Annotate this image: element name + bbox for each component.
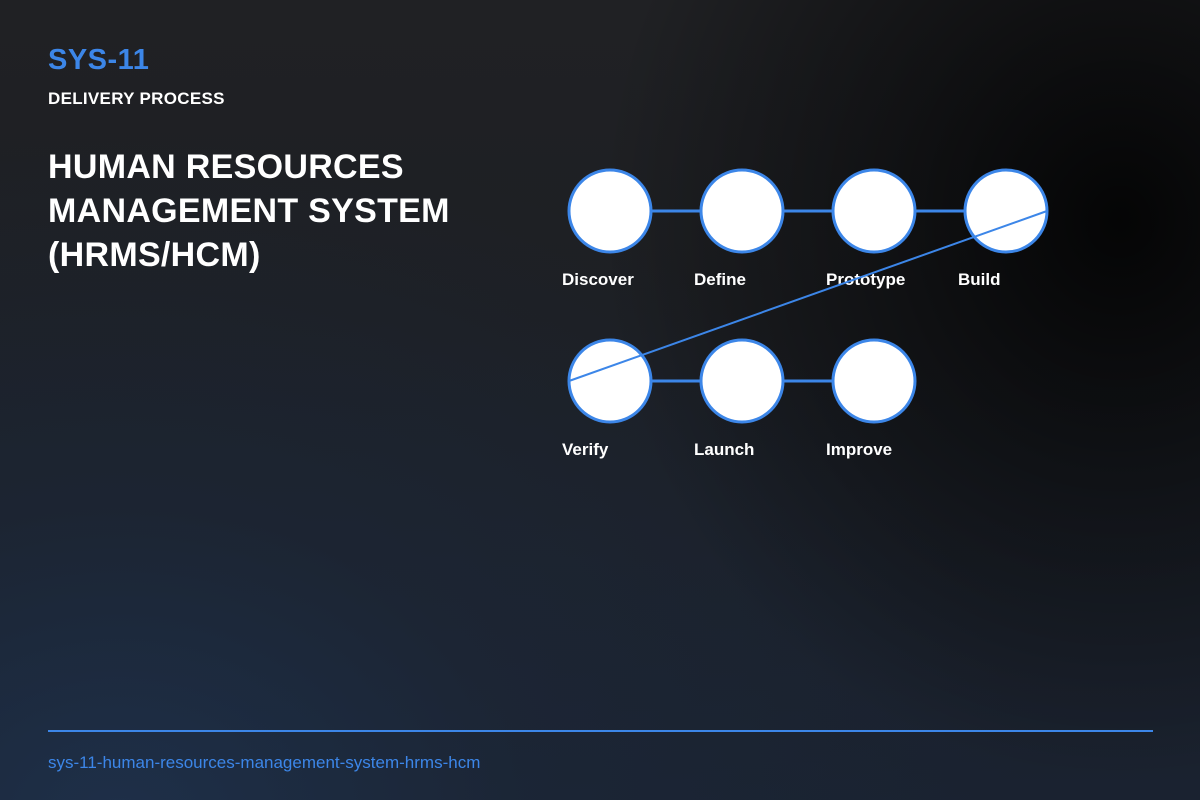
page-title-line-3: (HRMS/HCM) [48, 236, 261, 274]
step-node [567, 338, 653, 424]
step-node [699, 338, 785, 424]
page-title-line-2: MANAGEMENT SYSTEM [48, 192, 450, 230]
footer-slug: sys-11-human-resources-management-system… [48, 753, 481, 772]
step-label: Launch [694, 440, 754, 459]
page-title: HUMAN RESOURCES MANAGEMENT SYSTEM (HRMS/… [48, 145, 518, 277]
process-step-6: Launch [694, 338, 785, 459]
step-node [567, 168, 653, 254]
project-code: SYS-11 [48, 44, 150, 76]
process-step-4: Build [958, 168, 1049, 289]
step-label: Prototype [826, 270, 905, 289]
connector-4-5 [568, 210, 1048, 382]
step-node [831, 168, 917, 254]
process-step-7: Improve [826, 338, 917, 459]
step-node [963, 168, 1049, 254]
page-title-line-1: HUMAN RESOURCES [48, 148, 404, 186]
step-node [699, 168, 785, 254]
step-label: Define [694, 270, 746, 289]
section-kicker: DELIVERY PROCESS [48, 89, 225, 108]
footer-divider [48, 730, 1153, 732]
step-label: Discover [562, 270, 634, 289]
process-step-1: Discover [562, 168, 653, 289]
step-label: Improve [826, 440, 892, 459]
step-node [831, 338, 917, 424]
process-step-3: Prototype [826, 168, 917, 289]
process-step-5: Verify [562, 338, 653, 459]
step-label: Verify [562, 440, 609, 459]
process-step-2: Define [694, 168, 785, 289]
step-label: Build [958, 270, 1001, 289]
